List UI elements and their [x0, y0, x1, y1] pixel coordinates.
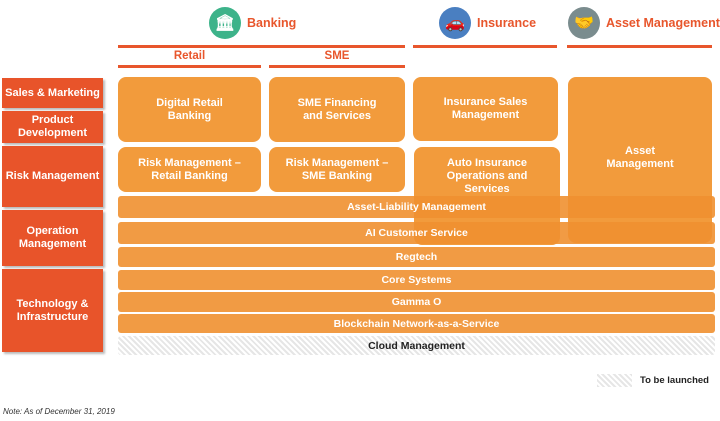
header-banking: 🏛 Banking — [209, 7, 296, 39]
box-asset-management: Asset Management — [568, 77, 712, 243]
header-asset: 🤝 Asset Management — [568, 7, 720, 39]
row-label-operation: Operation Management — [2, 210, 103, 266]
row-label-sales: Sales & Marketing — [2, 78, 103, 108]
bar-regtech: Regtech — [118, 247, 715, 267]
box-sme-financing: SME Financing and Services — [269, 77, 405, 142]
row-label-product: Product Development — [2, 111, 103, 143]
bar-core-systems: Core Systems — [118, 270, 715, 290]
legend-label: To be launched — [640, 375, 709, 386]
subheader-retail: Retail — [173, 50, 206, 62]
box-insurance-sales: Insurance Sales Management — [413, 77, 558, 141]
car-shield-icon: 🚗 — [439, 7, 471, 39]
bar-blockchain: Blockchain Network-as-a-Service — [118, 314, 715, 333]
header-asset-label: Asset Management — [606, 16, 720, 30]
handshake-coin-icon: 🤝 — [568, 7, 600, 39]
bar-cloud-management: Cloud Management — [118, 336, 715, 355]
header-insurance-label: Insurance — [477, 16, 537, 30]
divider — [413, 45, 557, 48]
bank-icon: 🏛 — [209, 7, 241, 39]
subheader-sme: SME — [324, 50, 350, 62]
legend-swatch — [597, 374, 632, 387]
bar-gamma-o: Gamma O — [118, 292, 715, 312]
bar-alm: Asset-Liability Management — [118, 196, 715, 218]
box-risk-sme: Risk Management – SME Banking — [269, 147, 405, 192]
header-banking-label: Banking — [247, 16, 297, 30]
header-insurance: 🚗 Insurance — [439, 7, 536, 39]
divider — [118, 45, 405, 48]
divider — [118, 65, 261, 68]
row-label-technology: Technology & Infrastructure — [2, 269, 103, 352]
box-digital-retail: Digital Retail Banking — [118, 77, 261, 142]
row-label-risk: Risk Management — [2, 146, 103, 207]
divider — [567, 45, 712, 48]
bar-ai-customer-service: AI Customer Service — [118, 222, 715, 244]
divider — [269, 65, 405, 68]
box-risk-retail: Risk Management – Retail Banking — [118, 147, 261, 192]
footnote: Note: As of December 31, 2019 — [3, 407, 115, 416]
